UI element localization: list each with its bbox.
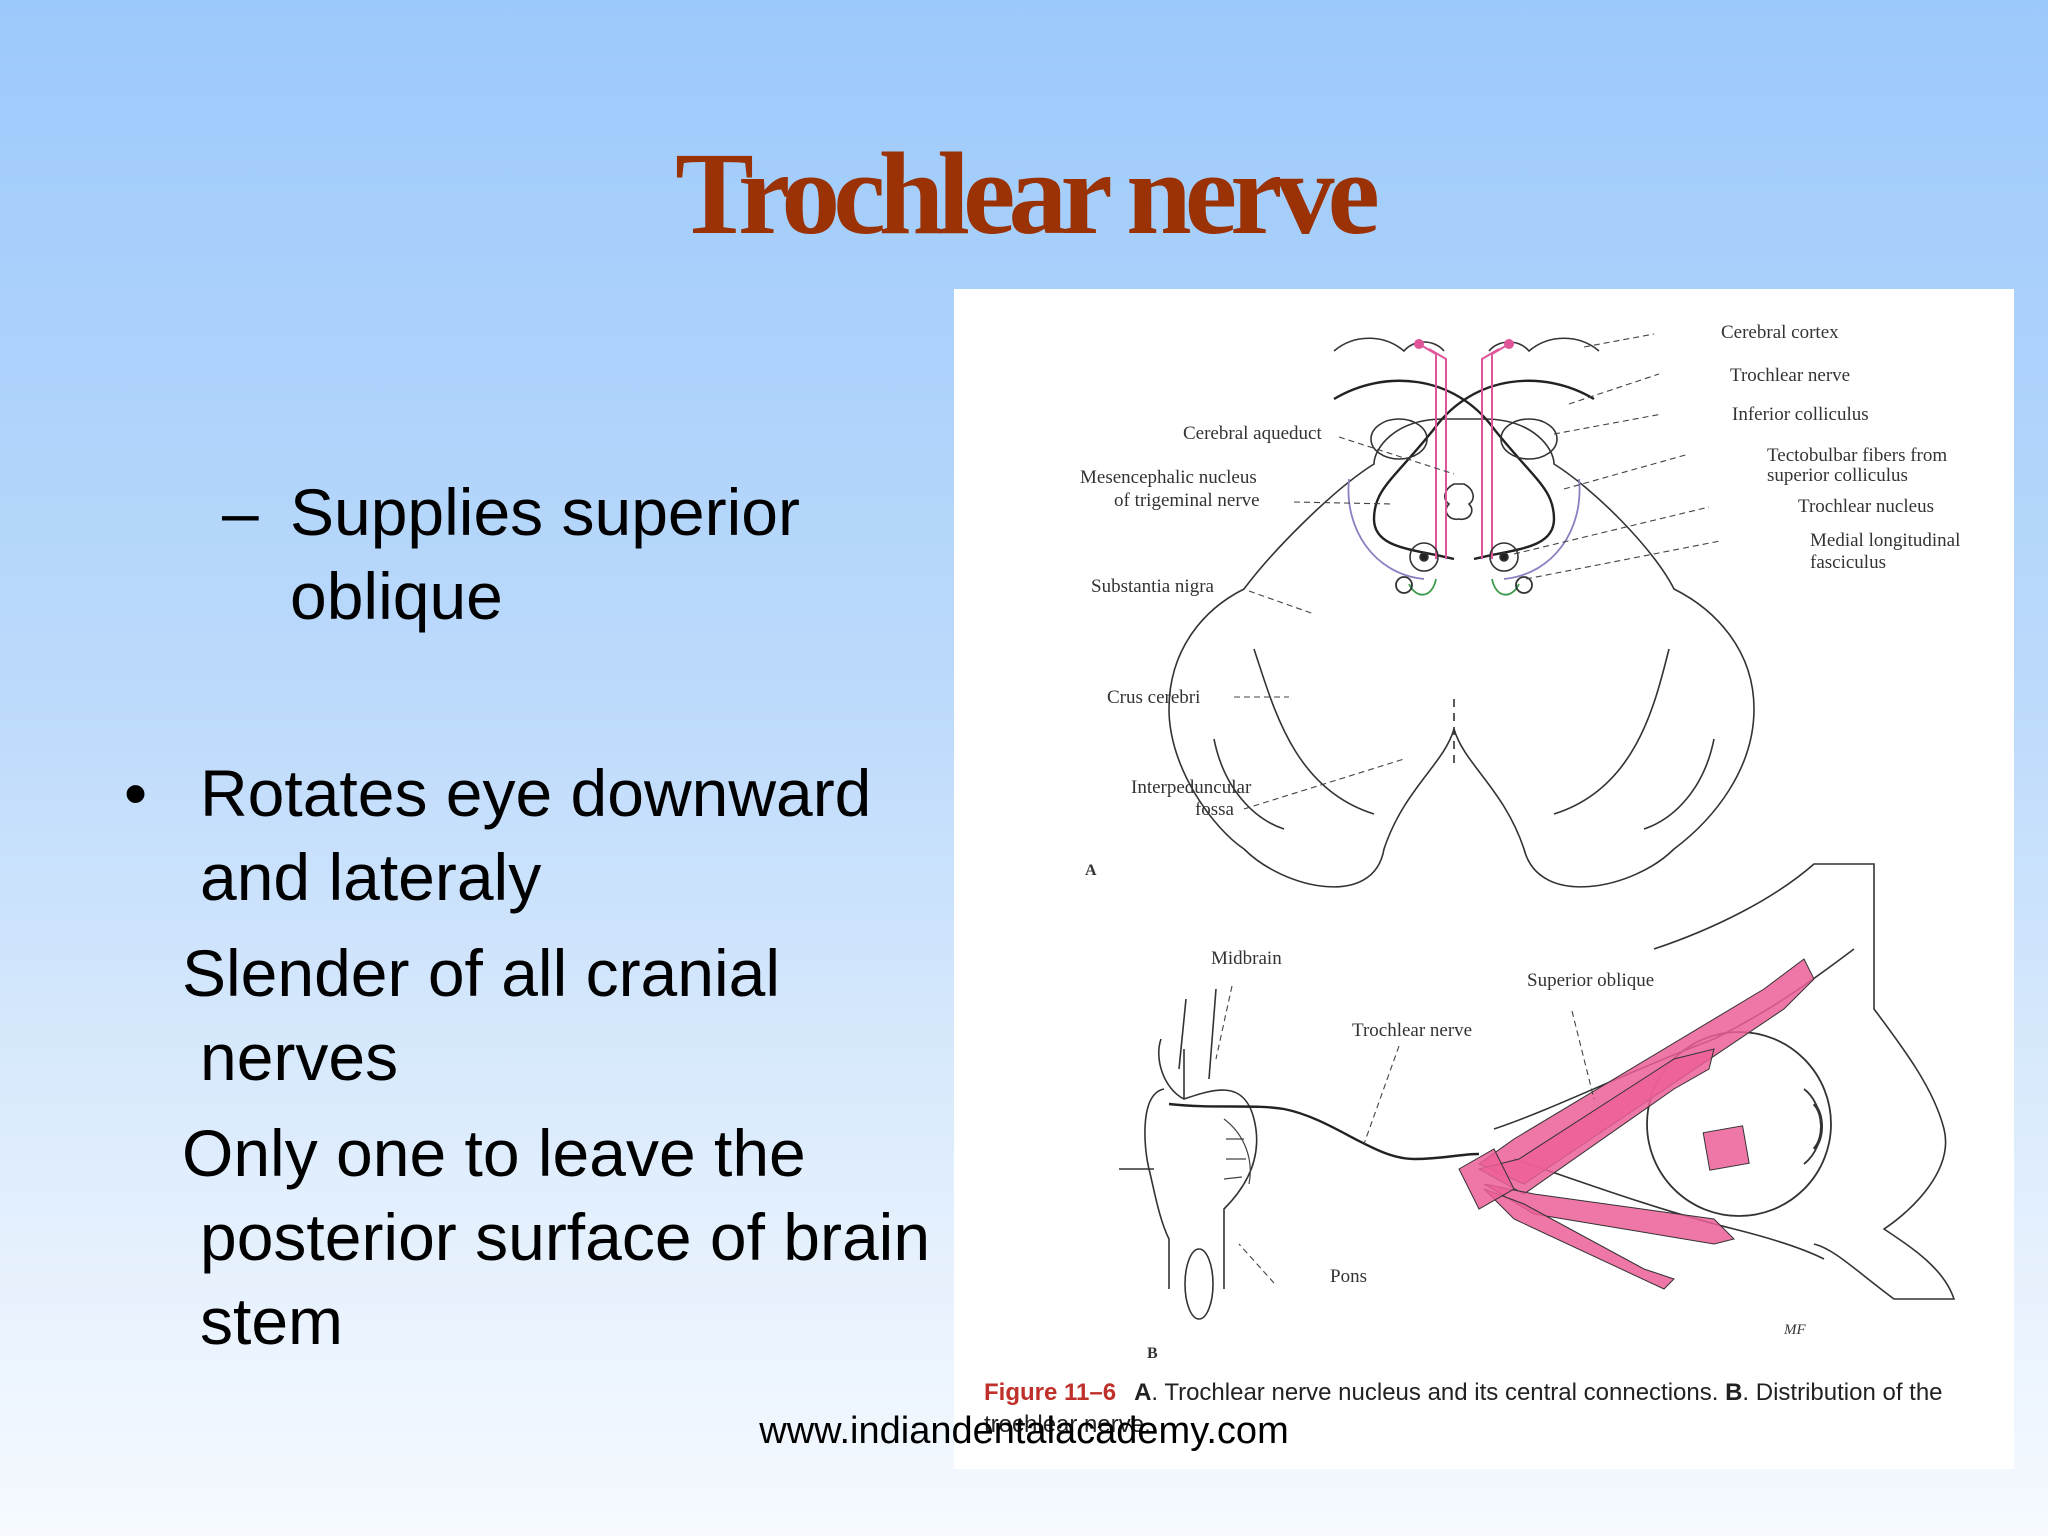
trochlear-nucleus: [1409, 542, 1519, 572]
leader-lines-b: [1215, 985, 1595, 1284]
label-crus-cerebri: Crus cerebri: [1107, 687, 1200, 708]
midbrain-section: [1168, 418, 1755, 888]
cerebral-cortex: [1333, 337, 1600, 353]
slide-title: Trochlear nerve: [675, 128, 1380, 259]
label-interpeduncular-1: Interpeduncular: [1131, 777, 1252, 798]
figure-caption: Figure 11–6 A. Trochlear nerve nucleus an…: [984, 1377, 2004, 1441]
bullet-marker: •: [124, 756, 148, 830]
bullet-slender-line1: Slender of all cranial: [182, 936, 780, 1010]
bullet-rotates-line1: Rotates eye downward: [200, 756, 872, 830]
caption-a-mark: A: [1134, 1379, 1152, 1406]
label-cerebral-aqueduct: Cerebral aqueduct: [1183, 423, 1322, 444]
trochlear-nerve-path: [1168, 1102, 1480, 1161]
panel-b-marker: B: [1147, 1345, 1158, 1362]
bullet-only-line1: Only one to leave the: [182, 1116, 806, 1190]
footer-url: www.indiandentalacademy.com: [759, 1410, 1289, 1452]
label-cerebral-cortex: Cerebral cortex: [1721, 322, 1839, 343]
bullet-slender-line2: nerves: [200, 1020, 399, 1094]
bullet-rotates-line2: and lateraly: [200, 840, 542, 914]
trochlear-decussation: [1333, 379, 1595, 561]
label-pons: Pons: [1330, 1266, 1367, 1287]
dash-marker: –: [222, 475, 259, 549]
pons: [1223, 1118, 1251, 1185]
caption-b-text: . Distribution of the trochlear nerve.: [984, 1379, 1943, 1438]
cerebral-aqueduct: [1444, 483, 1474, 521]
brainstem: [1119, 988, 1258, 1320]
label-superior-oblique: Superior oblique: [1527, 970, 1654, 991]
inferior-colliculus-left: [1370, 418, 1428, 460]
label-interpeduncular-2: fossa: [1195, 799, 1235, 820]
leader-lines-a: [1234, 333, 1721, 810]
label-trochlear-nerve-a: Trochlear nerve: [1730, 365, 1850, 386]
label-inferior-colliculus: Inferior colliculus: [1732, 404, 1869, 425]
caption-b-mark: B: [1725, 1379, 1743, 1406]
trochlear-diagram: Cerebral cortex Trochlear nerve Inferior…: [1080, 322, 1960, 1362]
trochlear-fibers: [1414, 339, 1514, 559]
label-mesencephalic-1: Mesencephalic nucleus: [1080, 467, 1257, 488]
label-tectobulbar-1: Tectobulbar fibers from: [1767, 445, 1947, 466]
caption-a-text: . Trochlear nerve nucleus and its centra…: [1151, 1379, 1726, 1406]
label-midbrain: Midbrain: [1211, 948, 1282, 969]
figure-number: Figure 11–6: [984, 1379, 1117, 1406]
inferior-colliculus-right: [1500, 418, 1558, 460]
panel-a-marker: A: [1085, 862, 1097, 879]
label-mlf-2: fasciculus: [1810, 552, 1886, 573]
label-substantia-nigra: Substantia nigra: [1091, 576, 1215, 597]
figure-panel: Cerebral cortex Trochlear nerve Inferior…: [954, 289, 2014, 1469]
label-mesencephalic-2: of trigeminal nerve: [1114, 490, 1260, 511]
bullet-only-line2: posterior surface of brain: [200, 1200, 931, 1274]
bullet-only-line3: stem: [200, 1284, 344, 1358]
label-trochlear-nerve-b: Trochlear nerve: [1352, 1020, 1472, 1041]
tectobulbar-fibers: [1347, 478, 1581, 580]
bullet-supplies-line1: Supplies superior: [290, 475, 800, 549]
label-mlf-1: Medial longitudinal: [1810, 530, 1960, 551]
medial-longitudinal-fasciculus: [1395, 576, 1533, 596]
bullet-supplies-line2: oblique: [290, 559, 503, 633]
label-trochlear-nucleus: Trochlear nucleus: [1798, 496, 1934, 517]
artist-signature: MF: [1783, 1322, 1806, 1338]
extraocular-muscles: [1458, 958, 1815, 1290]
label-tectobulbar-2: superior colliculus: [1767, 465, 1908, 486]
